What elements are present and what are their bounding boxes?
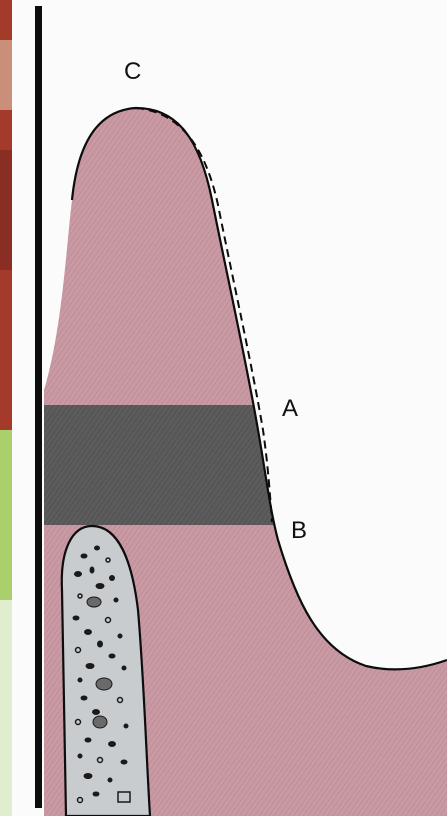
point-label-a: A	[282, 397, 298, 421]
side-strip	[0, 0, 12, 816]
vertical-reference-line	[35, 6, 42, 808]
point-label-b: B	[291, 519, 307, 543]
point-label-c: C	[124, 60, 141, 84]
